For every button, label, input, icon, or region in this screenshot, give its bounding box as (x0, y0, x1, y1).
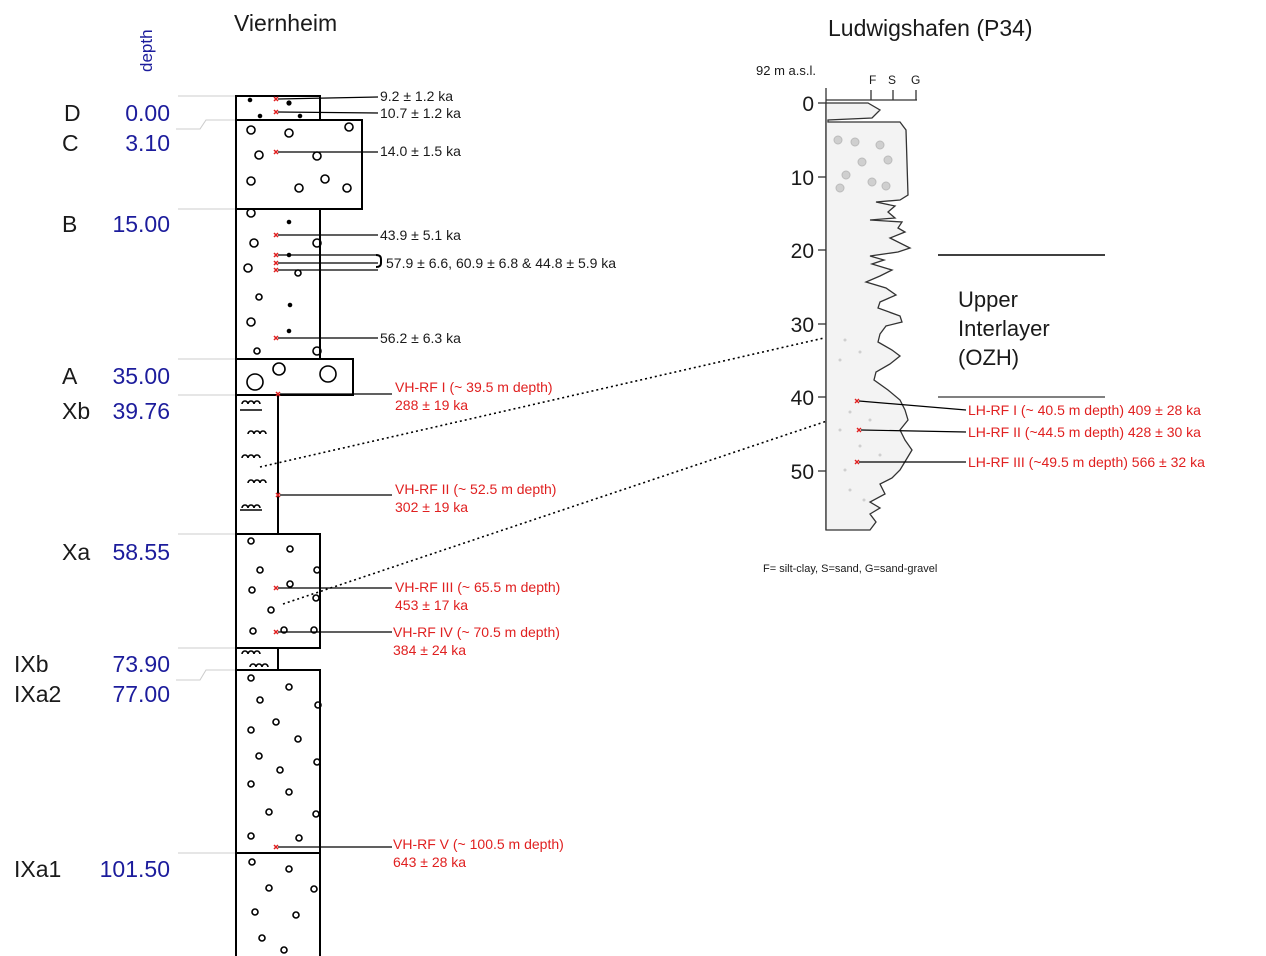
viernheim-age-labels: 9.2 ± 1.2 ka 10.7 ± 1.2 ka 14.0 ± 1.5 ka… (380, 88, 616, 346)
grain-label-g: G (911, 73, 920, 87)
unit-boundary-lines (176, 95, 236, 854)
depth-tick: 40 (791, 387, 814, 410)
depth-tick: 50 (791, 461, 814, 484)
interlayer-line: Interlayer (958, 316, 1050, 341)
grain-label-f: F (869, 73, 876, 87)
unit-depth: 58.55 (112, 539, 170, 565)
unit-name: IXa1 (14, 856, 61, 882)
vh-sample-label: VH-RF III (~ 65.5 m depth) (395, 579, 560, 595)
viernheim-column (235, 95, 392, 956)
depth-tick: 30 (791, 314, 814, 337)
unit-depth: 77.00 (112, 681, 170, 707)
depth-tick: 20 (791, 240, 814, 263)
vh-sample-age: 643 ± 28 ka (393, 854, 466, 870)
elevation-label: 92 m a.s.l. (756, 63, 816, 78)
unit-name: A (62, 363, 78, 389)
unit-name: IXa2 (14, 681, 61, 707)
vh-sample-label: VH-RF IV (~ 70.5 m depth) (393, 624, 560, 640)
lh-sample-label: LH-RF I (~ 40.5 m depth) 409 ± 28 ka (968, 402, 1201, 418)
depth-tick: 10 (791, 167, 814, 190)
vh-sample-label: VH-RF I (~ 39.5 m depth) (395, 379, 553, 395)
age-leader-lines (277, 96, 392, 848)
grain-size-profile (825, 102, 913, 531)
age-label: 14.0 ± 1.5 ka (380, 143, 461, 159)
unit-labels: D 0.00 C 3.10 B 15.00 A 35.00 Xb 39.76 X… (14, 100, 170, 882)
unit-depth: 73.90 (112, 651, 170, 677)
ludwigshafen-log: 92 m a.s.l. F S G 0 10 20 30 40 50 (756, 63, 1105, 531)
vh-sample-age: 288 ± 19 ka (395, 397, 468, 413)
unit-name: Xb (62, 398, 90, 424)
unit-depth: 3.10 (125, 130, 170, 156)
unit-name: IXb (14, 651, 49, 677)
vh-sample-labels: VH-RF I (~ 39.5 m depth) 288 ± 19 ka VH-… (393, 379, 564, 870)
unit-name: C (62, 130, 79, 156)
sand-dots (833, 135, 893, 502)
age-label: 57.9 ± 6.6, 60.9 ± 6.8 & 44.8 ± 5.9 ka (386, 255, 616, 271)
lh-sample-label: LH-RF III (~49.5 m depth) 566 ± 32 ka (968, 454, 1205, 470)
layer-ixa1 (235, 852, 321, 956)
unit-name: Xa (62, 539, 90, 565)
layer-ixa2 (235, 669, 321, 854)
interlayer-label: Upper Interlayer (OZH) (958, 287, 1050, 370)
gravel-symbols (243, 97, 354, 954)
age-label: 9.2 ± 1.2 ka (380, 88, 453, 104)
layer-a (235, 358, 354, 396)
unit-depth: 35.00 (112, 363, 170, 389)
viernheim-title: Viernheim (234, 10, 337, 36)
unit-name: B (62, 211, 77, 237)
depth-header: depth (137, 29, 156, 72)
age-label: 43.9 ± 5.1 ka (380, 227, 461, 243)
depth-tick: 0 (802, 93, 814, 116)
grain-size-legend: F= silt-clay, S=sand, G=sand-gravel (763, 563, 937, 575)
layer-c (235, 119, 363, 210)
unit-name: D (64, 100, 81, 126)
vh-sample-label: VH-RF II (~ 52.5 m depth) (395, 481, 556, 497)
depth-axis-labels: 0 10 20 30 40 50 (791, 93, 814, 484)
vh-sample-age: 453 ± 17 ka (395, 597, 468, 613)
unit-depth: 0.00 (125, 100, 170, 126)
correlation-lines (259, 337, 831, 605)
unit-depth: 15.00 (112, 211, 170, 237)
sample-markers (273, 96, 281, 850)
vh-sample-age: 302 ± 19 ka (395, 499, 468, 515)
vh-sample-age: 384 ± 24 ka (393, 642, 466, 658)
age-label: 56.2 ± 6.3 ka (380, 330, 461, 346)
lh-sample-label: LH-RF II (~44.5 m depth) 428 ± 30 ka (968, 424, 1201, 440)
ludwigshafen-title: Ludwigshafen (P34) (828, 15, 1033, 41)
grain-label-s: S (888, 73, 896, 87)
interlayer-line: Upper (958, 287, 1018, 312)
depth-axis-ticks (818, 102, 826, 472)
lh-sample-labels: LH-RF I (~ 40.5 m depth) 409 ± 28 ka LH-… (968, 402, 1205, 470)
age-label: 10.7 ± 1.2 ka (380, 105, 461, 121)
interlayer-line: (OZH) (958, 345, 1019, 370)
vh-sample-label: VH-RF V (~ 100.5 m depth) (393, 836, 564, 852)
unit-depth: 39.76 (112, 398, 170, 424)
unit-depth: 101.50 (100, 856, 170, 882)
shell-symbols (240, 400, 269, 668)
